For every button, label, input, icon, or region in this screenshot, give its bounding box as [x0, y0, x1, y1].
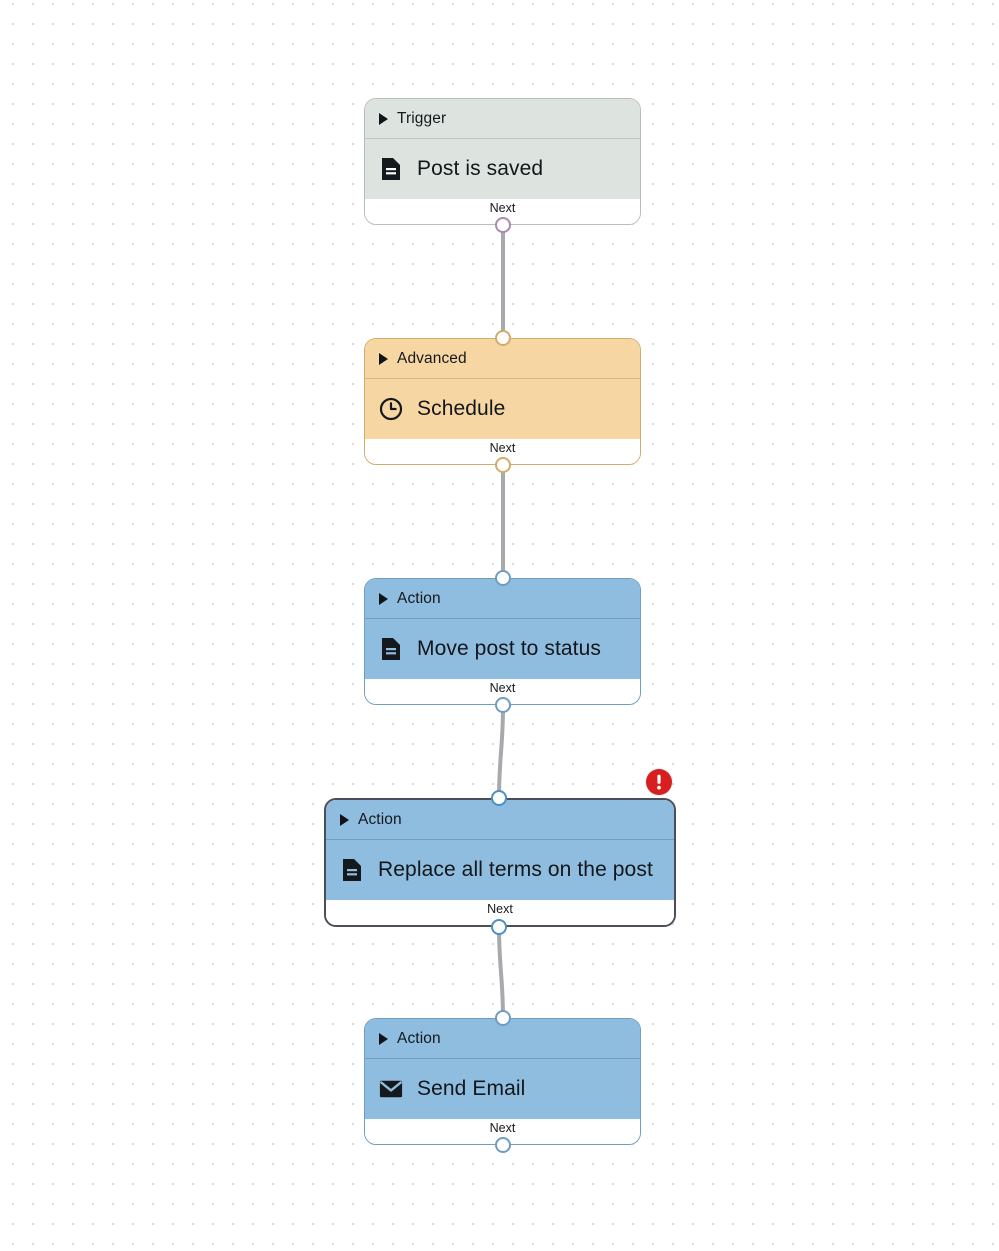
node-category-label: Action [358, 810, 402, 828]
chevron-right-icon[interactable] [340, 813, 349, 826]
input-port[interactable] [491, 790, 507, 806]
edge-replace-terms-to-send-email [497, 926, 505, 1019]
node-header-trigger[interactable]: Trigger [365, 99, 640, 139]
exclamation-glyph [657, 774, 661, 790]
chevron-right-icon[interactable] [379, 112, 388, 125]
node-title-label: Schedule [417, 397, 506, 420]
node-body-container: Action Replace all terms on the post Nex… [324, 798, 676, 927]
next-label: Next [489, 681, 516, 695]
input-port[interactable] [494, 1010, 511, 1026]
node-content-advanced[interactable]: Schedule [365, 379, 640, 439]
document-icon [379, 157, 403, 181]
node-content-action[interactable]: Replace all terms on the post [326, 840, 674, 900]
output-port[interactable] [494, 1137, 511, 1153]
node-body-container: Advanced Schedule Next [364, 338, 641, 465]
node-content-trigger[interactable]: Post is saved [365, 139, 640, 199]
node-title-label: Send Email [417, 1077, 526, 1100]
node-title-label: Move post to status [417, 637, 601, 660]
next-label: Next [489, 201, 516, 215]
output-port[interactable] [494, 457, 511, 473]
output-port[interactable] [494, 217, 511, 233]
next-label: Next [489, 441, 516, 455]
workflow-node-move-post-to-status[interactable]: Action Move post to status Next [364, 570, 641, 713]
node-category-label: Action [397, 1029, 441, 1047]
node-content-action[interactable]: Move post to status [365, 619, 640, 679]
node-header-action[interactable]: Action [365, 1019, 640, 1059]
envelope-icon [379, 1077, 403, 1101]
node-category-label: Advanced [397, 349, 467, 367]
node-category-label: Trigger [397, 109, 447, 127]
node-category-label: Action [397, 589, 441, 607]
node-title-label: Replace all terms on the post [378, 858, 653, 881]
input-port[interactable] [494, 570, 511, 586]
clock-icon [379, 397, 403, 421]
workflow-node-replace-all-terms[interactable]: Action Replace all terms on the post Nex… [324, 790, 676, 935]
document-icon [340, 858, 364, 882]
workflow-node-send-email[interactable]: Action Send Email Next [364, 1010, 641, 1153]
edge-move-post-to-replace-terms [497, 706, 505, 799]
error-icon[interactable] [646, 769, 672, 795]
node-body-container: Trigger Post is saved Next [364, 98, 641, 225]
output-port[interactable] [491, 919, 507, 935]
chevron-right-icon[interactable] [379, 1032, 388, 1045]
document-icon [379, 637, 403, 661]
chevron-right-icon[interactable] [379, 352, 388, 365]
workflow-node-advanced[interactable]: Advanced Schedule Next [364, 330, 641, 473]
node-content-action[interactable]: Send Email [365, 1059, 640, 1119]
next-label: Next [489, 1121, 516, 1135]
node-body-container: Action Move post to status Next [364, 578, 641, 705]
node-body-container: Action Send Email Next [364, 1018, 641, 1145]
next-label: Next [487, 902, 513, 916]
node-header-action[interactable]: Action [326, 800, 674, 840]
input-port[interactable] [494, 330, 511, 346]
output-port[interactable] [494, 697, 511, 713]
node-footer-next[interactable]: Next [326, 900, 674, 925]
workflow-node-trigger[interactable]: Trigger Post is saved Next [364, 98, 641, 233]
node-title-label: Post is saved [417, 157, 544, 180]
chevron-right-icon[interactable] [379, 592, 388, 605]
